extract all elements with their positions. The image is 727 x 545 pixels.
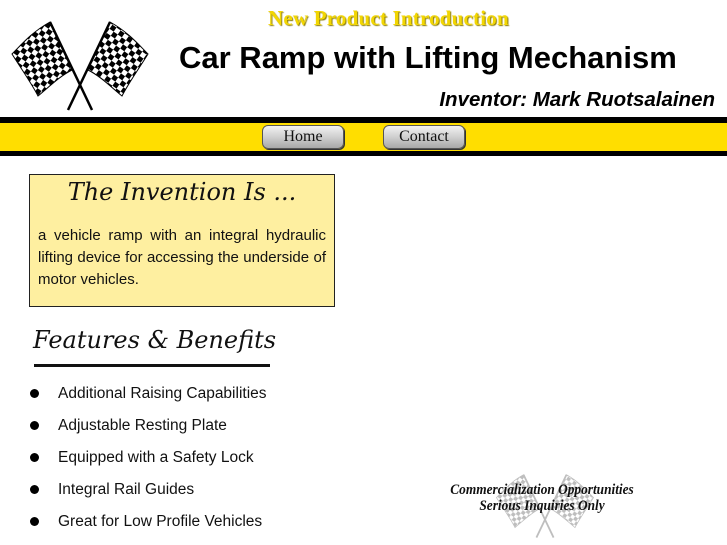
feature-label: Great for Low Profile Vehicles	[58, 513, 263, 530]
bullet-icon	[30, 421, 39, 430]
feature-label: Additional Raising Capabilities	[58, 385, 267, 402]
page-title: Car Ramp with Lifting Mechanism	[179, 40, 677, 75]
bullet-icon	[30, 453, 39, 462]
footer-line-2: Serious Inquiries Only	[479, 498, 605, 514]
features-divider	[34, 364, 270, 367]
invention-box: The Invention Is ... a vehicle ramp with…	[29, 174, 335, 307]
nav-band	[0, 123, 727, 151]
footer-line-1: Commercialization Opportunities	[450, 482, 634, 498]
faded-checkered-flags-icon	[495, 474, 595, 538]
features-heading: Features & Benefits	[33, 326, 277, 354]
bullet-icon	[30, 389, 39, 398]
inventor-name: Inventor: Mark Ruotsalainen	[439, 88, 715, 111]
bullet-icon	[30, 517, 39, 526]
home-button[interactable]: Home	[262, 125, 344, 149]
contact-button[interactable]: Contact	[383, 125, 465, 149]
tagline: New Product Introduction	[268, 6, 509, 30]
nav-bar: Home Contact	[0, 117, 727, 156]
footer-note: Commercialization Opportunities Serious …	[430, 482, 654, 514]
feature-label: Equipped with a Safety Lock	[58, 449, 254, 466]
invention-description: a vehicle ramp with an integral hydrauli…	[38, 227, 326, 288]
invention-heading: The Invention Is ...	[67, 178, 297, 206]
bullet-icon	[30, 485, 39, 494]
feature-label: Integral Rail Guides	[58, 481, 195, 498]
checkered-flags-icon	[11, 21, 149, 111]
feature-label: Adjustable Resting Plate	[58, 417, 227, 434]
